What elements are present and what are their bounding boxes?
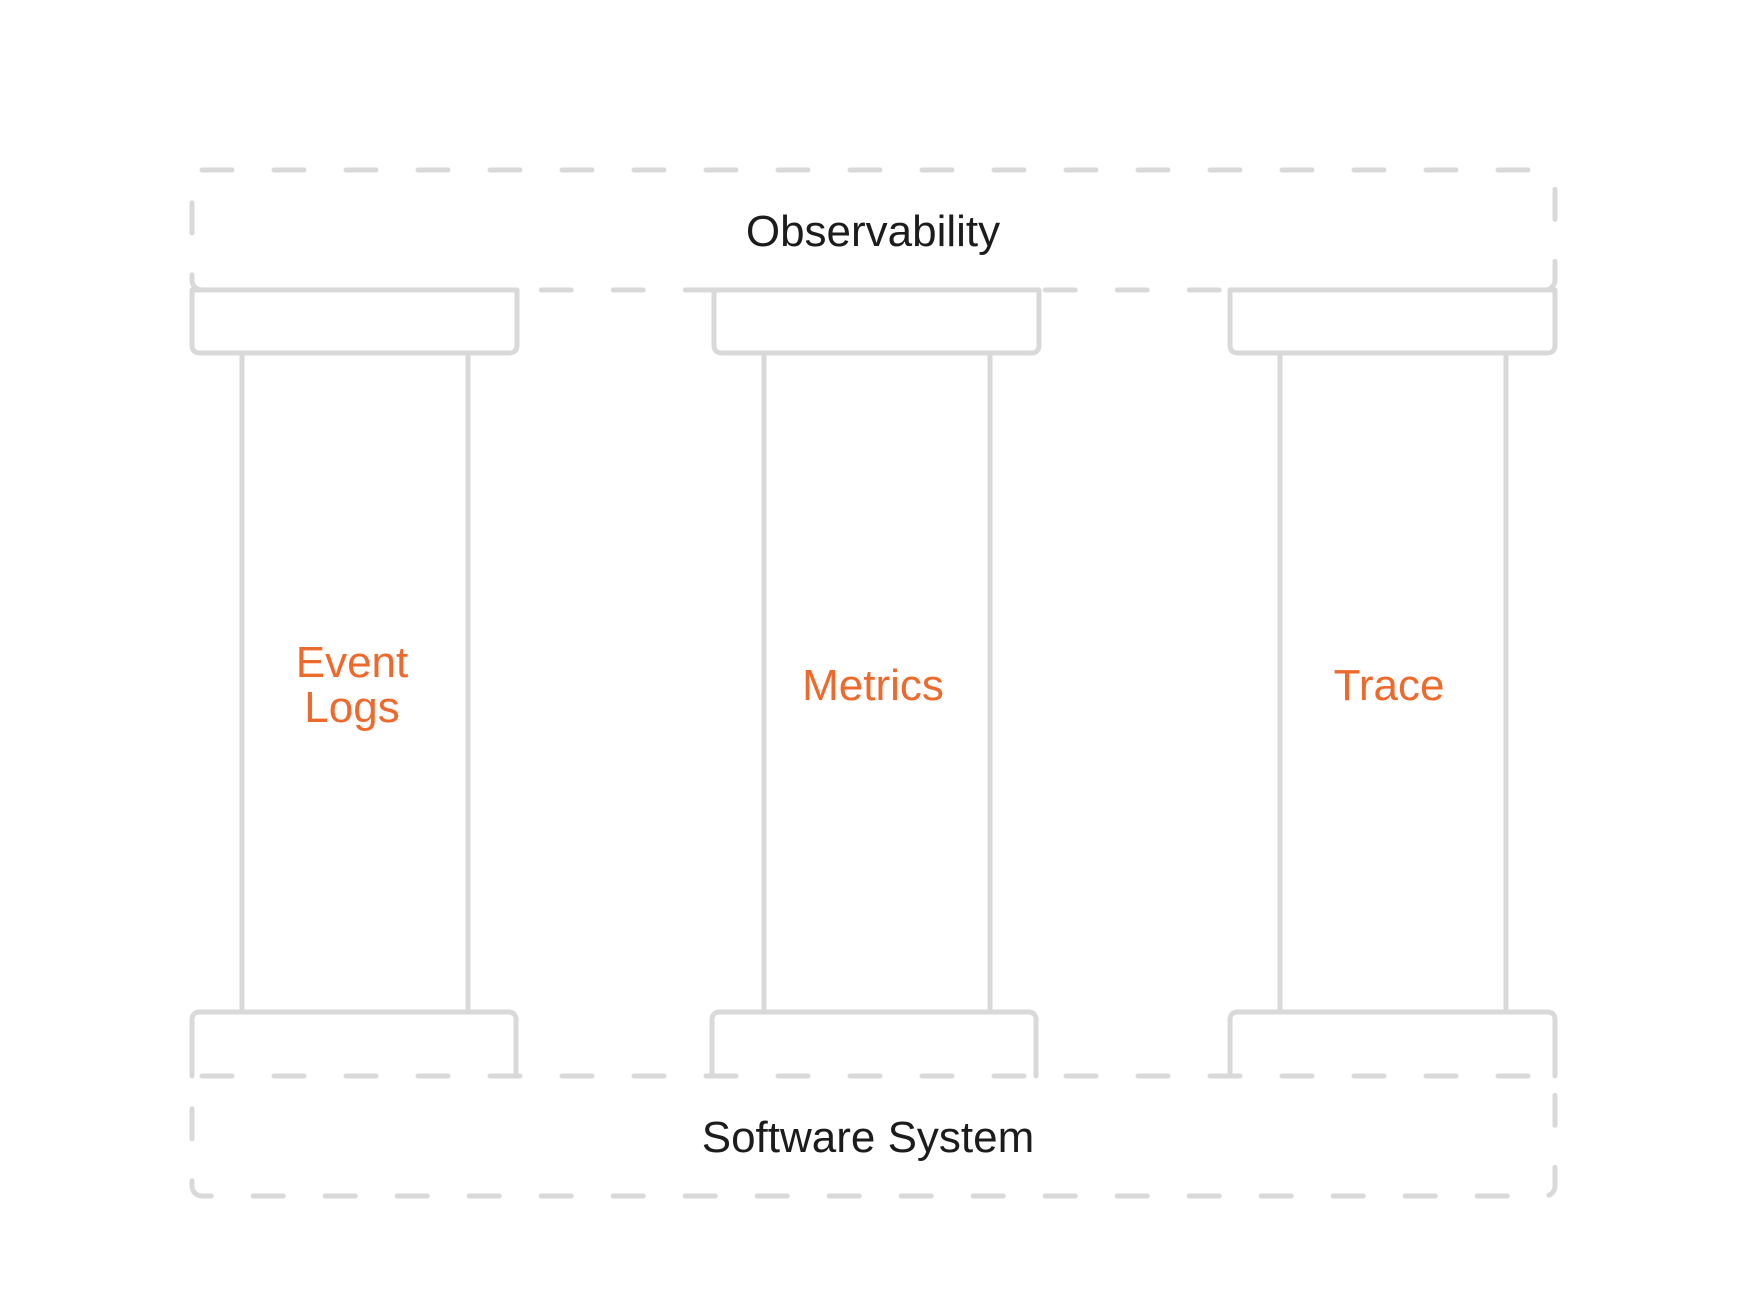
- pillar-trace: Trace: [1227, 287, 1558, 1079]
- pillar-event-logs: Event Logs: [189, 287, 520, 1079]
- pillar-capital: [1227, 287, 1558, 356]
- observability-layer: Observability: [189, 167, 1558, 293]
- software-system-layer-border: [189, 1073, 1558, 1199]
- pillar-base: [189, 1009, 519, 1079]
- pillar-label: Logs: [304, 683, 399, 732]
- pillar-label: Metrics: [802, 661, 944, 710]
- pillar-label: Event: [296, 638, 409, 687]
- pillar-base: [709, 1009, 1039, 1079]
- pillar-capital: [711, 287, 1042, 356]
- pillar-capital: [189, 287, 520, 356]
- pillar-base: [1227, 1009, 1558, 1079]
- pillar-label: Trace: [1334, 661, 1445, 710]
- software-system-label: Software System: [702, 1113, 1035, 1162]
- observability-label: Observability: [746, 207, 1000, 256]
- observability-layer-border: [189, 167, 1558, 293]
- software-system-layer: Software System: [189, 1073, 1558, 1199]
- pillar-metrics: Metrics: [709, 287, 1042, 1079]
